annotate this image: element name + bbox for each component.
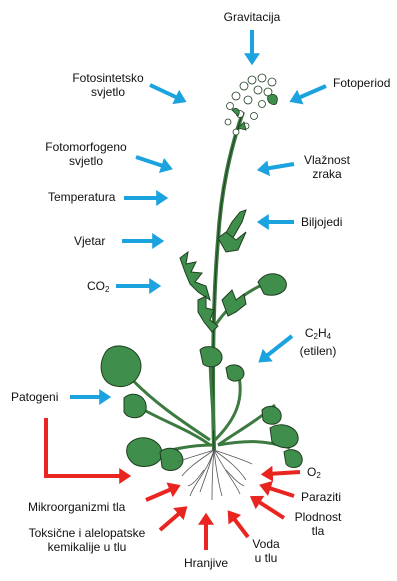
label-etilen-h: H xyxy=(318,326,327,340)
label-etilen-name: (etilen) xyxy=(288,344,348,358)
label-fotomorfogeno-line2: svjetlo xyxy=(36,154,136,168)
leaf-basal-7 xyxy=(262,406,281,424)
arrow-voda xyxy=(232,516,248,537)
label-vlaznost: Vlažnost zraka xyxy=(296,153,358,181)
leaf-cauline-1 xyxy=(180,252,210,300)
label-o2-main: O xyxy=(307,465,316,479)
leaf-basal-1 xyxy=(101,346,141,387)
label-voda-line2: u tlu xyxy=(246,551,286,565)
label-co2-sub: 2 xyxy=(105,285,109,294)
label-fotoperiod: Fotoperiod xyxy=(333,76,390,90)
label-o2-sub: 2 xyxy=(316,471,320,480)
arrow-fotomorfogeno xyxy=(136,157,166,167)
plant-illustration xyxy=(101,74,302,471)
label-fotomorfogeno-line1: Fotomorfogeno xyxy=(36,140,136,154)
leaf-basal-5 xyxy=(200,347,222,367)
label-voda-line1: Voda xyxy=(246,537,286,551)
label-toksicne-line1: Toksične i alelopatske xyxy=(12,526,162,540)
label-plodnost-line2: tla xyxy=(288,524,348,538)
label-temperatura: Temperatura xyxy=(48,190,115,204)
label-co2-main: CO xyxy=(87,279,105,293)
label-plodnost: Plodnost tla xyxy=(288,510,348,538)
label-etilen: C2H4 (etilen) xyxy=(288,326,348,358)
root-system xyxy=(178,450,252,500)
label-co2: CO2 xyxy=(87,279,109,297)
arrow-toksicne xyxy=(160,511,182,530)
label-paraziti: Paraziti xyxy=(301,490,341,504)
arrow-mikroorganizmi xyxy=(146,488,174,500)
arrow-plodnost xyxy=(256,500,284,518)
label-hranjive: Hranjive xyxy=(170,556,242,570)
label-fotomorfogeno: Fotomorfogeno svjetlo xyxy=(36,140,136,168)
label-gravitacija: Gravitacija xyxy=(216,10,288,24)
label-plodnost-line1: Plodnost xyxy=(288,510,348,524)
label-toksicne-line2: kemikalije u tlu xyxy=(12,540,162,554)
leaf-basal-4 xyxy=(160,448,183,470)
arrow-patogeni-soil xyxy=(46,418,124,476)
leaf-basal-9 xyxy=(284,450,302,468)
label-fotosintetsko: Fotosintetsko svjetlo xyxy=(60,71,156,99)
leaf-basal-3 xyxy=(127,438,162,467)
arrow-vlaznost xyxy=(264,164,294,169)
label-vjetar: Vjetar xyxy=(74,234,105,248)
arrow-paraziti xyxy=(266,487,294,496)
leaf-side-end xyxy=(258,274,286,296)
label-o2: O2 xyxy=(307,465,321,483)
label-toksicne: Toksične i alelopatske kemikalije u tlu xyxy=(12,526,162,554)
label-voda: Voda u tlu xyxy=(246,537,286,565)
arrow-fotoperiod xyxy=(296,86,326,99)
label-mikroorganizmi: Mikroorganizmi tla xyxy=(28,500,125,514)
arrow-o2 xyxy=(268,472,300,474)
label-etilen-c: C xyxy=(305,326,314,340)
label-patogeni: Patogeni xyxy=(11,390,58,404)
leaf-basal-6 xyxy=(226,365,244,381)
leaf-basal-2 xyxy=(124,394,146,418)
label-fotosintetsko-line1: Fotosintetsko xyxy=(60,71,156,85)
label-vlaznost-line1: Vlažnost xyxy=(296,153,358,167)
label-biljojedi: Biljojedi xyxy=(301,215,342,229)
label-etilen-formula: C2H4 xyxy=(288,326,348,344)
label-etilen-h-sub: 4 xyxy=(327,332,331,341)
label-fotosintetsko-line2: svjetlo xyxy=(60,85,156,99)
flower-cluster xyxy=(225,74,276,135)
label-vlaznost-line2: zraka xyxy=(296,167,358,181)
leaf-basal-8 xyxy=(270,425,298,448)
